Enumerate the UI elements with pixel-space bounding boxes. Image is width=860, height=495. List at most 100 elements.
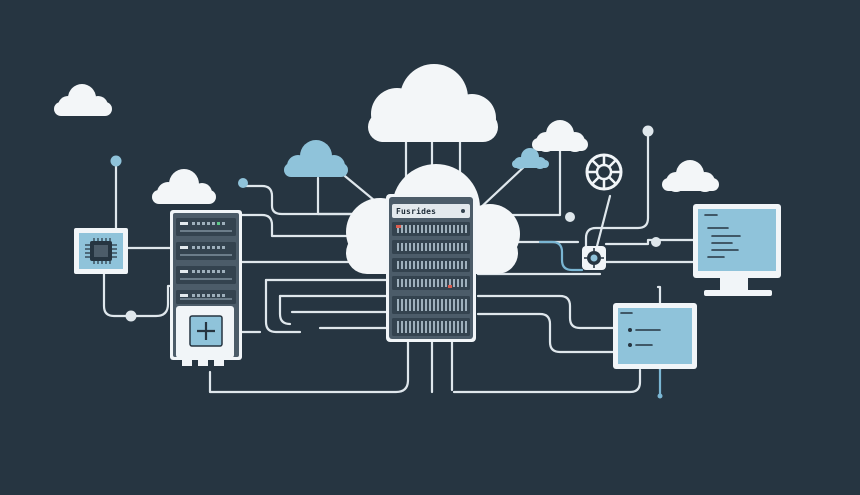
rack-vent bbox=[405, 261, 407, 269]
status-led bbox=[202, 222, 205, 225]
cloud-icon bbox=[368, 64, 498, 142]
cloud-icon bbox=[532, 120, 588, 152]
rack-vent bbox=[441, 321, 443, 333]
status-led bbox=[202, 294, 205, 297]
rack-vent bbox=[429, 261, 431, 269]
gear-icon bbox=[585, 153, 623, 191]
rack-vent bbox=[421, 243, 423, 251]
rack-vent bbox=[425, 243, 427, 251]
rack-vent bbox=[465, 243, 467, 251]
cloud-icon bbox=[152, 169, 216, 204]
cloud-icon bbox=[54, 84, 112, 116]
rack-vent bbox=[461, 279, 463, 287]
rack-vent bbox=[417, 261, 419, 269]
status-led bbox=[197, 222, 200, 225]
rack-vent bbox=[429, 321, 431, 333]
rack-vent bbox=[429, 299, 431, 311]
status-led bbox=[396, 225, 401, 228]
rack-vent bbox=[425, 261, 427, 269]
status-led bbox=[197, 270, 200, 273]
rack-vent bbox=[397, 225, 399, 233]
status-led bbox=[222, 246, 225, 249]
accent-lines bbox=[538, 240, 662, 398]
rack-vent bbox=[421, 225, 423, 233]
rack-vent bbox=[441, 243, 443, 251]
rack-unit bbox=[176, 242, 236, 260]
rack-vent bbox=[453, 321, 455, 333]
rack-vent bbox=[449, 321, 451, 333]
status-led bbox=[192, 270, 195, 273]
rack-vent bbox=[461, 299, 463, 311]
rack-vent bbox=[457, 279, 459, 287]
rack-vent bbox=[180, 298, 232, 300]
rack-vent bbox=[417, 225, 419, 233]
rack-vent bbox=[401, 321, 403, 333]
rack-vent bbox=[397, 279, 399, 287]
rack-vent bbox=[433, 261, 435, 269]
rack-vent bbox=[433, 299, 435, 311]
rack-vent bbox=[453, 243, 455, 251]
rack-vent bbox=[405, 225, 407, 233]
rack-slot bbox=[180, 270, 188, 273]
status-led bbox=[207, 294, 210, 297]
rack-vent bbox=[453, 225, 455, 233]
status-led bbox=[222, 222, 225, 225]
rack-vent bbox=[457, 299, 459, 311]
rack-vent bbox=[461, 225, 463, 233]
rack-vent bbox=[465, 261, 467, 269]
rack-vent bbox=[413, 299, 415, 311]
rack-vent bbox=[409, 225, 411, 233]
status-led bbox=[448, 285, 452, 288]
rack-vent bbox=[413, 279, 415, 287]
rack-vent bbox=[413, 225, 415, 233]
rack-vent bbox=[180, 278, 232, 280]
rack-vent bbox=[465, 299, 467, 311]
rack-vent bbox=[445, 279, 447, 287]
rack-vent bbox=[433, 321, 435, 333]
status-led bbox=[192, 294, 195, 297]
rack-vent bbox=[401, 243, 403, 251]
cloud-icon bbox=[284, 140, 348, 177]
status-led bbox=[217, 222, 220, 225]
rack-vent bbox=[433, 243, 435, 251]
status-led bbox=[217, 294, 220, 297]
rack-slot bbox=[180, 294, 188, 297]
rack-vent bbox=[461, 321, 463, 333]
rack-vent bbox=[437, 299, 439, 311]
rack-vent bbox=[449, 299, 451, 311]
rack-vent bbox=[401, 261, 403, 269]
status-led bbox=[217, 270, 220, 273]
status-led bbox=[202, 246, 205, 249]
status-led bbox=[222, 294, 225, 297]
server-label: Fusrides bbox=[396, 206, 436, 216]
rack-vent bbox=[433, 279, 435, 287]
rack-vent bbox=[405, 243, 407, 251]
status-led bbox=[197, 246, 200, 249]
status-led bbox=[192, 246, 195, 249]
rack-vent bbox=[180, 230, 232, 232]
rack-vent bbox=[401, 225, 403, 233]
rack-vent bbox=[421, 279, 423, 287]
rack-vent bbox=[401, 279, 403, 287]
rack-vent bbox=[421, 299, 423, 311]
rack-vent bbox=[457, 261, 459, 269]
rack-vent bbox=[417, 299, 419, 311]
rack-vent bbox=[409, 321, 411, 333]
status-led bbox=[207, 246, 210, 249]
rack-vent bbox=[180, 254, 232, 256]
rack-vent bbox=[397, 299, 399, 311]
status-led bbox=[212, 246, 215, 249]
rack-vent bbox=[405, 299, 407, 311]
rack-vent bbox=[413, 261, 415, 269]
status-led bbox=[217, 246, 220, 249]
rack-vent bbox=[449, 279, 451, 287]
rack-vent bbox=[397, 261, 399, 269]
monitor-icon bbox=[693, 204, 781, 296]
rack-vent bbox=[409, 261, 411, 269]
rack-vent bbox=[449, 225, 451, 233]
rack-vent bbox=[437, 243, 439, 251]
rack-slot bbox=[180, 222, 188, 225]
rack-vent bbox=[441, 261, 443, 269]
rack-vent bbox=[457, 225, 459, 233]
